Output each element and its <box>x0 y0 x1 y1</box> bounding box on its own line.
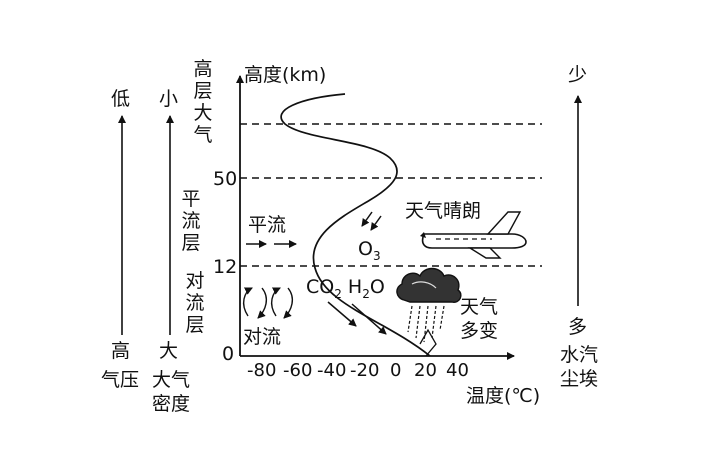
convection-arrow-left <box>242 287 253 317</box>
vapor-dust-many-label: 多 <box>568 316 588 338</box>
density-small-label: 小 <box>159 88 179 110</box>
convection-arrow-2 <box>257 287 268 319</box>
co2-arrow <box>327 301 357 327</box>
stratosphere-label: 平流层 <box>181 188 201 254</box>
x-tick-0: 0 <box>390 360 402 381</box>
convection-arrow-4 <box>283 287 294 319</box>
convection-arrow-3 <box>270 287 281 317</box>
temperature-curve <box>280 93 431 357</box>
y-tick-12: 12 <box>213 256 238 278</box>
changeable-weather-label-2: 多变 <box>460 320 499 342</box>
density-label-2: 密度 <box>152 393 191 415</box>
ozone-label: O3 <box>358 238 381 263</box>
co2-h2o-label: CO2 H2O <box>306 276 385 301</box>
x-tick-minus40: -40 <box>317 360 347 381</box>
density-large-label: 大 <box>159 340 179 362</box>
ozone-arrow-1 <box>361 211 373 227</box>
water-vapor-label: 水汽 <box>560 344 599 366</box>
pressure-low-label: 低 <box>111 88 131 110</box>
pressure-label: 气压 <box>101 369 140 391</box>
convection-label: 对流 <box>243 326 282 348</box>
vapor-dust-few-label: 少 <box>568 64 588 86</box>
x-tick-minus60: -60 <box>283 360 313 381</box>
storm-cloud-icon <box>396 267 462 357</box>
ozone-arrow-2 <box>370 215 382 231</box>
upper-atmosphere-label: 高层大气 <box>193 58 213 146</box>
x-tick-minus80: -80 <box>247 360 277 381</box>
x-axis-title: 温度(℃) <box>466 385 541 407</box>
y-axis-title: 高度(km) <box>244 64 327 86</box>
pressure-high-label: 高 <box>111 340 131 362</box>
x-tick-minus20: -20 <box>350 360 380 381</box>
changeable-weather-label-1: 天气 <box>460 296 499 318</box>
y-tick-50: 50 <box>213 168 238 190</box>
airplane-icon <box>420 211 527 259</box>
clear-weather-label: 天气晴朗 <box>405 200 482 222</box>
x-tick-20: 20 <box>414 360 437 381</box>
h2o-arrow <box>351 303 387 335</box>
x-tick-40: 40 <box>446 360 469 381</box>
troposphere-label: 对流层 <box>185 270 205 336</box>
y-tick-0: 0 <box>222 343 235 365</box>
density-label-1: 大气 <box>152 369 191 391</box>
horizontal-flow-label: 平流 <box>248 214 287 236</box>
dust-label: 尘埃 <box>560 368 599 390</box>
